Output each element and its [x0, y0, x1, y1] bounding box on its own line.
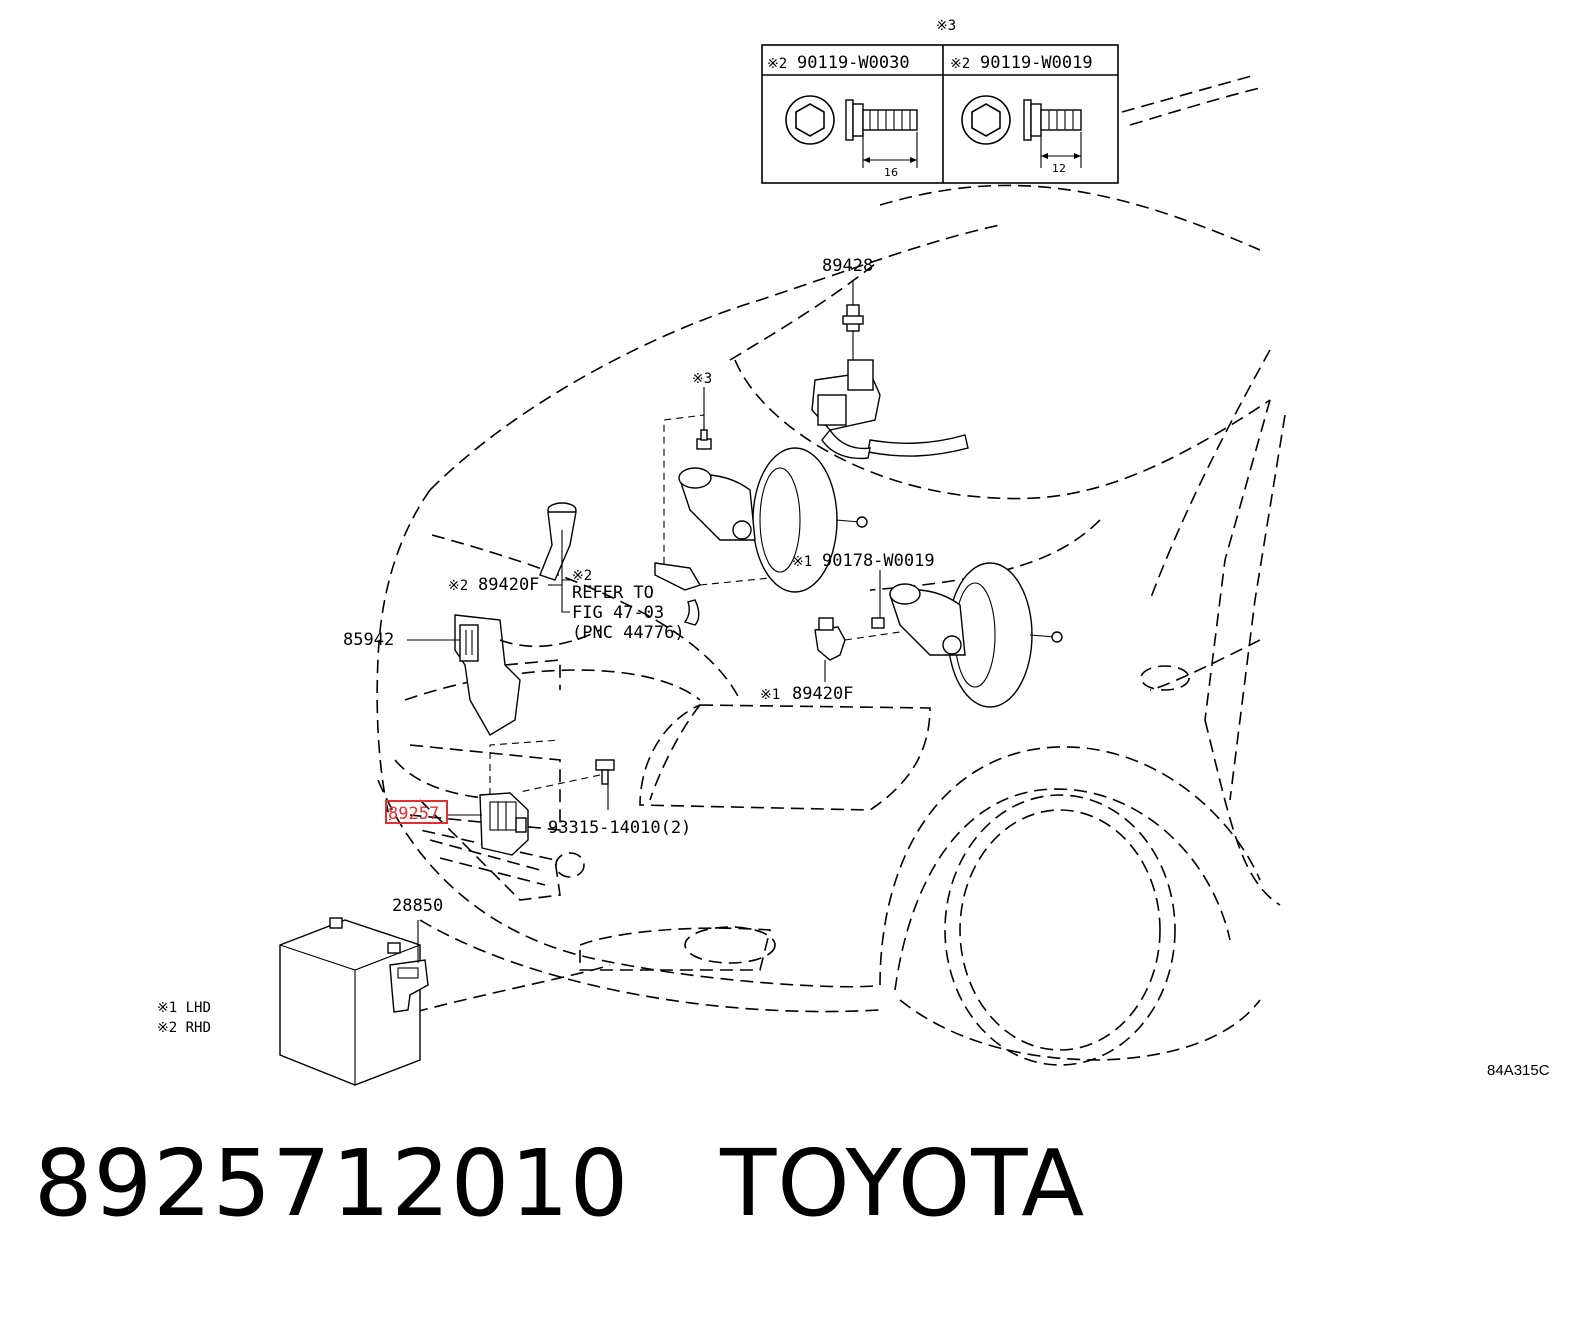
- label-refer-line2[interactable]: FIG 47-03: [572, 603, 664, 623]
- table-col1-mark: ※2: [767, 56, 787, 72]
- flange-bolt-16-icon: [785, 95, 918, 168]
- table-col1-part: 90119-W0030: [797, 53, 910, 73]
- footer-brand: TOYOTA: [720, 1130, 1086, 1237]
- label-89428[interactable]: 89428: [822, 256, 873, 276]
- sensor-89420f-lhd-icon: [814, 617, 846, 661]
- label-90178-mark: ※1: [792, 554, 812, 570]
- brake-booster-lhd-icon: [889, 562, 1063, 708]
- label-85942[interactable]: 85942: [343, 630, 394, 650]
- label-28850[interactable]: 28850: [392, 896, 443, 916]
- battery-sensor-28850-icon: [389, 959, 429, 1013]
- control-unit-85942-icon: [454, 614, 601, 736]
- bolt-mark3-icon: [696, 429, 712, 450]
- label-refer-line3: (PNC 44776): [572, 623, 685, 643]
- bolt-93315-icon: [595, 759, 615, 785]
- sensor-bracket-icon: [654, 562, 702, 626]
- vehicle-body-outline: [376, 74, 1286, 1066]
- table-col1-dimension: 16: [884, 166, 898, 179]
- table-col2-mark: ※2: [950, 56, 970, 72]
- label-refer-mark: ※2: [572, 568, 592, 584]
- illustration-code: 84A315C: [1487, 1062, 1550, 1079]
- label-89420f-rhd[interactable]: 89420F: [478, 575, 539, 595]
- footer-caption: 8925712010 TOYOTA: [34, 1138, 1085, 1230]
- leader-lines: [407, 280, 881, 963]
- label-89420f-rhd-mark: ※2: [448, 578, 468, 594]
- sensor-89428-icon: [811, 304, 969, 460]
- module-89257-icon: [479, 792, 529, 856]
- label-89420f-lhd[interactable]: 89420F: [792, 684, 853, 704]
- label-mark3-bolt: ※3: [692, 371, 712, 387]
- label-90178[interactable]: 90178-W0019: [822, 551, 935, 571]
- fastener-table: ※3 ※2 90119-W0030 ※2 90119-W0019 16: [761, 18, 1119, 184]
- battery-icon: [279, 917, 421, 1086]
- legend-rhd: ※2 RHD: [157, 1020, 211, 1036]
- flange-bolt-12-icon: [961, 95, 1082, 168]
- legend-lhd: ※1 LHD: [157, 1000, 211, 1016]
- label-89257[interactable]: 89257: [388, 804, 439, 824]
- nut-90178-icon: [871, 617, 885, 629]
- table-col2-dimension: 12: [1052, 162, 1066, 175]
- sensor-89420f-rhd-icon: [539, 502, 577, 581]
- table-col2-part: 90119-W0019: [980, 53, 1093, 73]
- label-89420f-lhd-mark: ※1: [760, 687, 780, 703]
- brake-booster-rhd-icon: [678, 447, 868, 593]
- callout-labels: 89428 ※3 ※2 89420F ※2 REFER TO FIG 47-03…: [157, 256, 1550, 1079]
- table-group-mark: ※3: [936, 18, 956, 34]
- label-93315[interactable]: 93315-14010(2): [548, 818, 691, 838]
- label-refer-line1: REFER TO: [572, 583, 654, 603]
- footer-part-number: 8925712010: [34, 1130, 630, 1237]
- highlight-box-89257: [385, 800, 448, 824]
- table-border: [761, 44, 1119, 184]
